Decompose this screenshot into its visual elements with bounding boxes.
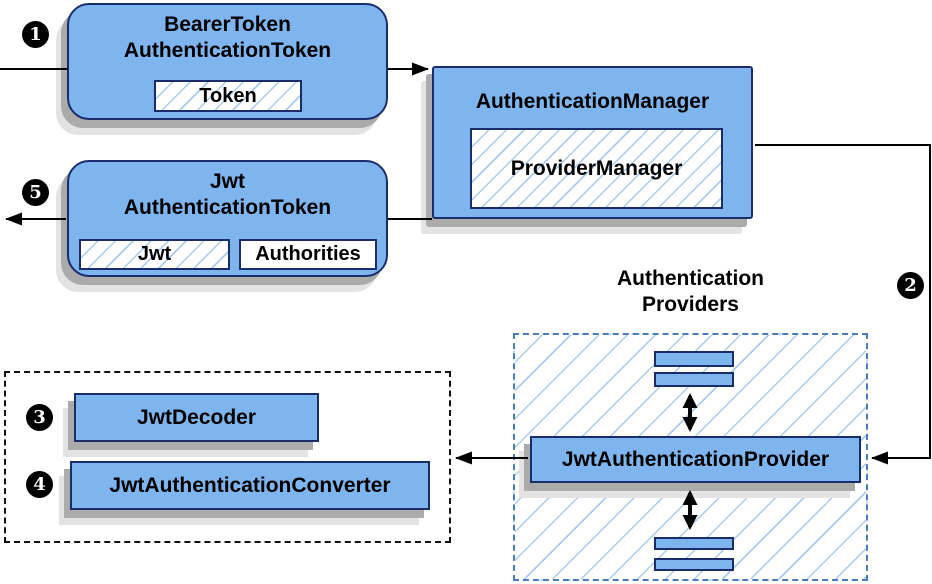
bearer-token-title-line2: AuthenticationToken <box>123 39 332 62</box>
authorities-chip: Authorities <box>239 239 377 270</box>
jwt-decoder-converter-group: JwtDecoder JwtAuthenticationConverter <box>4 371 451 543</box>
authentication-providers-label-line1: Authentication <box>617 267 764 290</box>
jwt-decoder-box: JwtDecoder <box>74 393 319 442</box>
provider-manager-chip: ProviderManager <box>470 128 723 209</box>
step-4-badge: 4 <box>26 471 53 498</box>
provider-stack-bar-bottom-1 <box>654 537 734 550</box>
step-1-badge: 1 <box>22 21 49 48</box>
jwt-token-title-line2: AuthenticationToken <box>123 196 332 219</box>
step-1-number: 1 <box>29 24 42 45</box>
token-chip: Token <box>154 80 302 112</box>
jwt-authentication-token-box: Jwt AuthenticationToken Jwt Authorities <box>67 160 388 277</box>
jwt-chip-label: Jwt <box>137 243 172 265</box>
bearer-token-title-line1: BearerToken <box>164 13 291 36</box>
step-4-number: 4 <box>33 474 46 495</box>
provider-stack-bar-bottom-2 <box>654 558 734 571</box>
step-5-number: 5 <box>29 182 42 203</box>
bearer-token-box-title: BearerToken AuthenticationToken <box>69 5 386 64</box>
bearer-token-authentication-token-box: BearerToken AuthenticationToken Token <box>67 3 388 120</box>
jwt-authentication-converter-label: JwtAuthenticationConverter <box>109 473 391 497</box>
jwt-authentication-provider-box: JwtAuthenticationProvider <box>530 436 861 483</box>
jwt-chip: Jwt <box>79 239 230 270</box>
authentication-manager-title: AuthenticationManager <box>475 90 710 113</box>
provider-manager-chip-label: ProviderManager <box>510 156 683 180</box>
provider-stack-bar-top-1 <box>654 351 734 367</box>
authentication-providers-label: Authentication Providers <box>513 266 868 318</box>
step-2-badge: 2 <box>897 272 924 299</box>
jwt-token-box-title: Jwt AuthenticationToken <box>69 162 386 221</box>
step-3-badge: 3 <box>26 404 53 431</box>
authentication-providers-group: JwtAuthenticationProvider <box>513 333 868 581</box>
step-2-number: 2 <box>904 275 917 296</box>
jwt-authentication-converter-box: JwtAuthenticationConverter <box>70 461 430 510</box>
jwt-authentication-provider-label: JwtAuthenticationProvider <box>561 447 830 471</box>
jwt-decoder-label: JwtDecoder <box>136 405 257 429</box>
step-3-number: 3 <box>33 407 46 428</box>
authentication-manager-box: AuthenticationManager ProviderManager <box>432 66 753 219</box>
step-5-badge: 5 <box>22 179 49 206</box>
authorities-chip-label: Authorities <box>255 243 361 265</box>
token-chip-label: Token <box>199 84 257 107</box>
authentication-providers-label-line2: Providers <box>642 293 739 316</box>
provider-stack-bar-top-2 <box>654 372 734 387</box>
jwt-token-title-line1: Jwt <box>209 170 245 193</box>
